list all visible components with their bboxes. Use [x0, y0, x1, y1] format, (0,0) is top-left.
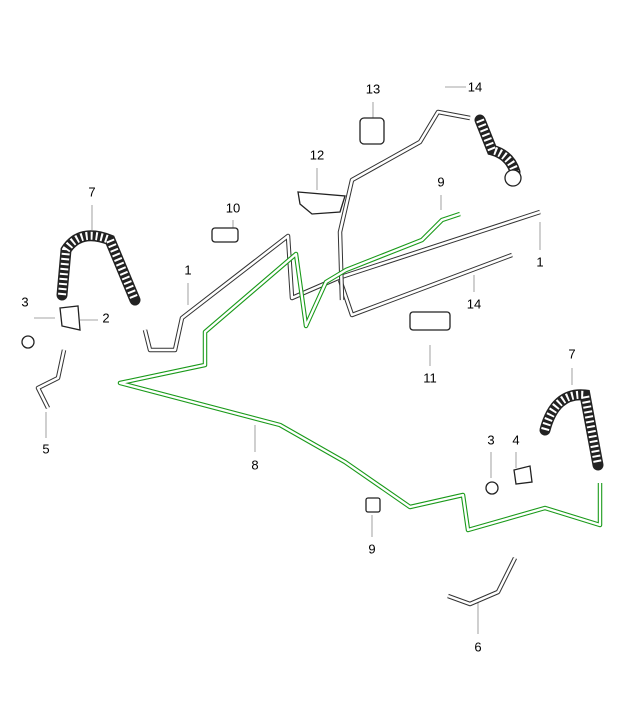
clip-10	[211, 227, 239, 243]
brake-line-14-upper	[337, 109, 471, 301]
holder-13	[359, 117, 385, 145]
callout-11: 11	[422, 370, 438, 386]
callout-9-lower: 9	[367, 541, 377, 557]
callout-5: 5	[41, 441, 51, 457]
brake-hose-7-left	[56, 230, 141, 306]
callout-10: 10	[224, 200, 242, 216]
callout-3-left: 3	[20, 294, 30, 310]
brake-pipe-5	[35, 349, 67, 410]
callout-6: 6	[473, 639, 483, 655]
bracket-4	[513, 465, 533, 485]
brake-hose-14	[474, 114, 521, 178]
holder-11	[409, 311, 451, 331]
clip-9	[365, 497, 381, 513]
callout-7-right: 7	[567, 346, 577, 362]
callout-3-right: 3	[486, 432, 496, 448]
hose-end-14	[504, 169, 522, 187]
bracket-12	[297, 191, 346, 215]
callout-2: 2	[101, 310, 111, 326]
callout-1-right: 1	[535, 254, 545, 270]
leader-lines	[34, 86, 573, 634]
brake-pipe-6	[447, 556, 518, 607]
callout-9-upper: 9	[436, 174, 446, 190]
bracket-2	[59, 305, 81, 331]
bolt-3-right	[485, 481, 499, 495]
callout-4: 4	[511, 432, 521, 448]
callout-14-upper: 14	[466, 79, 484, 95]
callout-1-left: 1	[183, 262, 193, 278]
brake-hose-7-right	[539, 389, 604, 471]
bolt-3-left	[21, 335, 35, 349]
callout-14-lower: 14	[465, 296, 483, 312]
callout-7-left: 7	[87, 184, 97, 200]
brake-line-8-highlighted	[117, 211, 603, 533]
callout-8: 8	[250, 457, 260, 473]
callout-13: 13	[364, 81, 382, 97]
callout-12: 12	[308, 147, 326, 163]
